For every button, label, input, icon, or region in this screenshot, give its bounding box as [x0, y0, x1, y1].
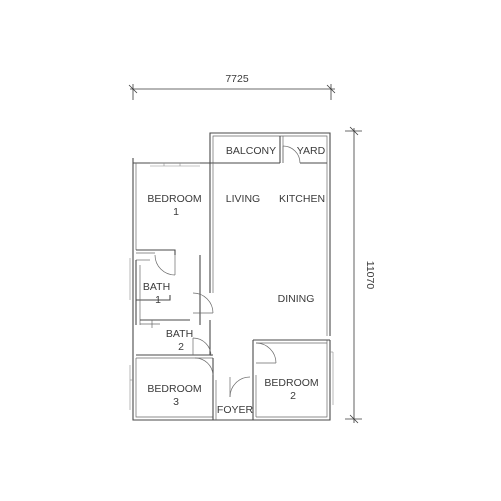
- room-label-dining: DINING: [278, 293, 315, 305]
- room-label-bedroom-1-name: BEDROOM: [147, 193, 201, 205]
- room-label-foyer: FOYER: [217, 404, 254, 416]
- room-label-living: LIVING: [226, 193, 260, 205]
- room-label-bath-1: BATH 1: [143, 281, 173, 306]
- room-label-bath-1-number: 1: [155, 294, 161, 306]
- room-label-bedroom-2: BEDROOM 2: [264, 377, 321, 402]
- room-label-bedroom-2-number: 2: [290, 390, 296, 402]
- room-label-balcony: BALCONY: [226, 145, 276, 157]
- doors: [154, 145, 301, 398]
- room-label-bath-2-name: BATH: [166, 328, 193, 340]
- room-label-bedroom-2-name: BEDROOM: [264, 377, 318, 389]
- room-label-bedroom-1-number: 1: [173, 206, 179, 218]
- height-dimension-label: 11070: [364, 261, 376, 290]
- room-label-yard: YARD: [297, 145, 326, 157]
- room-label-bedroom-3-number: 3: [173, 396, 179, 408]
- width-dimension: 7725: [128, 73, 336, 100]
- room-label-bath-1-name: BATH: [143, 281, 170, 293]
- room-label-bedroom-3: BEDROOM 3: [147, 383, 204, 408]
- room-label-bedroom-3-name: BEDROOM: [147, 383, 201, 395]
- room-label-bedroom-1: BEDROOM 1: [147, 193, 204, 218]
- width-dimension-label: 7725: [225, 73, 249, 85]
- interior-walls: [135, 136, 330, 420]
- room-label-bath-2: BATH 2: [166, 328, 196, 353]
- room-label-bath-2-number: 2: [178, 341, 184, 353]
- room-label-kitchen: KITCHEN: [279, 193, 325, 205]
- height-dimension: 11070: [345, 126, 376, 424]
- windows: [129, 162, 334, 410]
